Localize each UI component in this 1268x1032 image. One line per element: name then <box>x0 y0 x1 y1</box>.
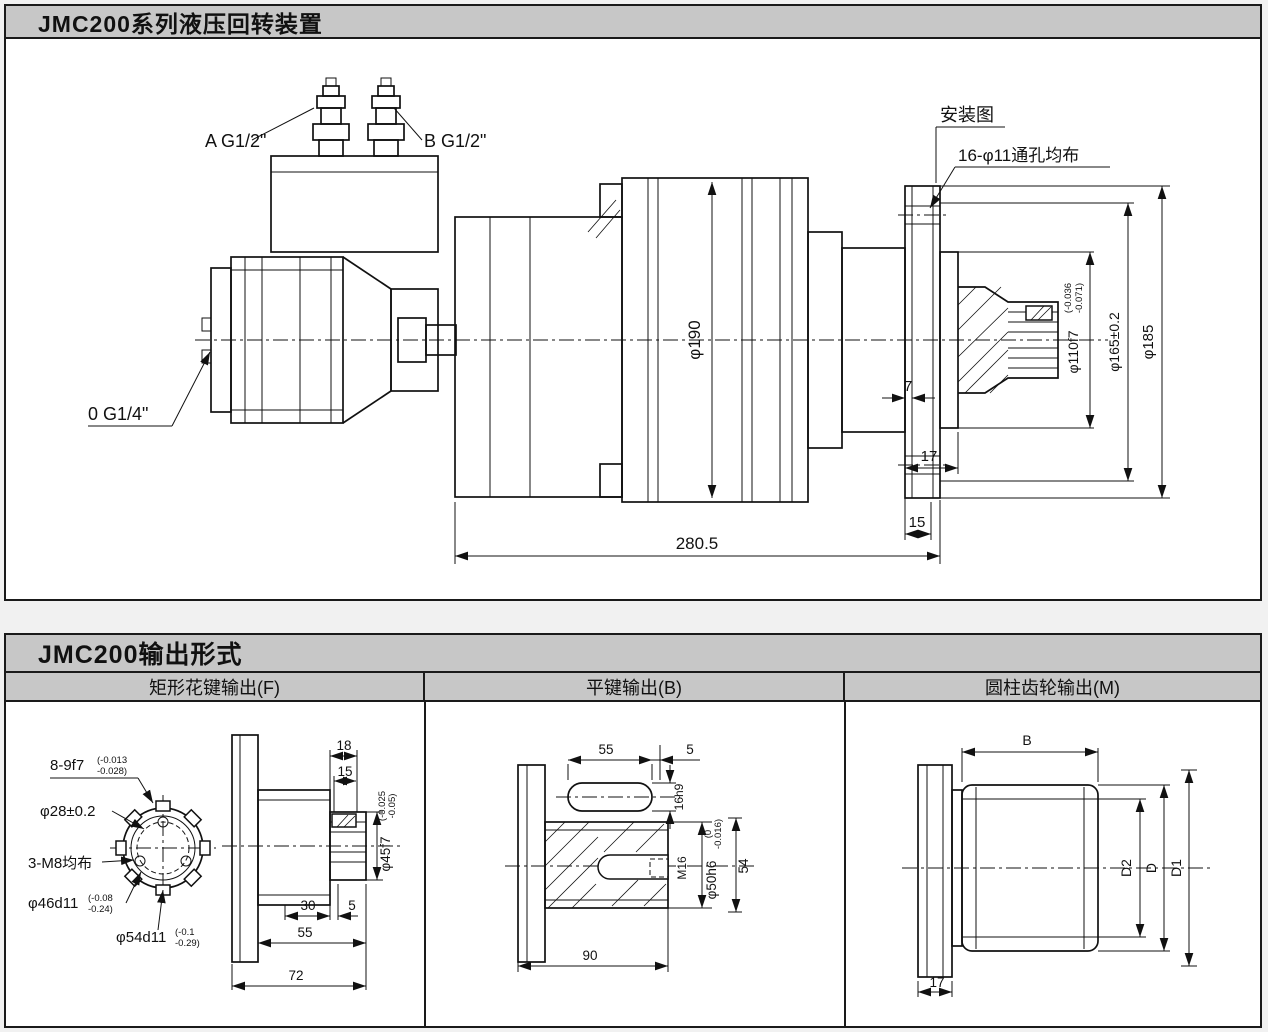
dim-17: 17 <box>905 432 959 474</box>
dia28-label: φ28±0.2 <box>40 803 96 820</box>
panel1-title: JMC200系列液压回转装置 <box>6 6 1260 39</box>
spline-tol-lower: -0.028) <box>97 766 127 777</box>
dia45-tol-lower: -0.05) <box>387 794 398 819</box>
dia45-label: φ45f7 <box>378 836 393 871</box>
dim-dia165: φ165±0.2 <box>940 202 1134 482</box>
dia46-tol-lower: -0.24) <box>88 904 113 915</box>
dim-17-label: 17 <box>921 448 938 465</box>
dim-17m-label: 17 <box>929 975 944 990</box>
motor-body <box>230 256 439 424</box>
spline-front-view <box>110 795 216 901</box>
dim-dia110: φ110f7 (-0.036 -0.071) <box>958 251 1095 429</box>
spline-front-callouts: 8-9f7 (-0.013 -0.028) φ28±0.2 3-M8均布 φ46… <box>28 755 200 949</box>
valve-block <box>270 155 439 253</box>
dia54-tol-lower: -0.29) <box>175 938 200 949</box>
dia50-tol-upper: (0 <box>703 830 714 838</box>
gear-side-view <box>902 764 1212 978</box>
assembly-panel: JMC200系列液压回转装置 <box>4 4 1262 601</box>
dim-b-label: B <box>1022 732 1031 748</box>
dim-90-label: 90 <box>582 948 597 963</box>
install-callout: 安装图 <box>935 105 1005 183</box>
dim-d2-label: D2 <box>1118 859 1134 877</box>
dia46-tol-upper: (-0.08 <box>88 893 113 904</box>
port-0-label: 0 G1/4" <box>88 404 148 424</box>
column-header-gear: 圆柱齿轮输出(M) <box>845 673 1260 700</box>
holes-label: 16-φ11通孔均布 <box>958 146 1079 165</box>
gear-dims: B D2 D D1 17 <box>917 732 1197 997</box>
dim-15f-label: 15 <box>337 764 352 779</box>
port-fitting-b <box>367 77 405 157</box>
port-labels: A G1/2" B G1/2" 0 G1/4" <box>88 107 486 427</box>
port-fitting-a <box>312 77 350 157</box>
dim-7-label: 7 <box>904 378 912 395</box>
dia46-label: φ46d11 <box>28 895 78 912</box>
spline-side-dims: 18 15 φ45f7 (-0.025 -0.05) 30 5 55 <box>231 738 398 991</box>
dim-54-label: 54 <box>736 858 751 874</box>
dia45-tol-upper: (-0.025 <box>377 791 388 821</box>
assembly-drawing: A G1/2" B G1/2" 0 G1/4" 安装图 16-φ11通孔均布 φ… <box>88 77 1170 564</box>
dia54-label: φ54d11 <box>116 929 166 946</box>
column-header-flatkey: 平键输出(B) <box>425 673 845 700</box>
port-b-label: B G1/2" <box>424 131 486 151</box>
dia190-label: φ190 <box>685 320 704 359</box>
dia185-label: φ185 <box>1140 325 1157 360</box>
flatkey-side-view <box>505 764 755 963</box>
output-shaft <box>957 286 1059 394</box>
holes-callout: 16-φ11通孔均布 <box>929 146 1110 209</box>
dia50-tol-lower: -0.016) <box>713 819 724 849</box>
flatkey-side-dims: M16 φ50h6 (0 -0.016) 54 90 <box>517 817 751 972</box>
dim-dia185: φ185 <box>940 185 1170 499</box>
dia54-tol-upper: (-0.1 <box>175 927 195 938</box>
dia110-tol-upper: (-0.036 <box>1063 283 1074 313</box>
dia110-label: φ110f7 <box>1065 330 1081 373</box>
dia110-tol-lower: -0.071) <box>1074 283 1085 313</box>
dim-30-label: 30 <box>300 898 315 913</box>
output-forms-panel: JMC200输出形式 矩形花键输出(F) 平键输出(B) 圆柱齿轮输出(M) <box>4 633 1262 1028</box>
dim-5b-label: 5 <box>686 742 694 757</box>
dim-55f-label: 55 <box>297 925 312 940</box>
dim-72-label: 72 <box>288 968 303 983</box>
m16-label: M16 <box>675 856 689 880</box>
coupling-shaft <box>397 317 457 363</box>
spline-tol-upper: (-0.013 <box>97 755 127 766</box>
dia50-label: φ50h6 <box>704 861 719 900</box>
port-a-label: A G1/2" <box>205 131 266 151</box>
output-forms-drawing: 8-9f7 (-0.013 -0.028) φ28±0.2 3-M8均布 φ46… <box>28 702 1212 1026</box>
dim-18-label: 18 <box>336 738 351 753</box>
spline-side-view <box>222 734 400 963</box>
dim-dia190: φ190 <box>685 182 717 498</box>
dim-5f-label: 5 <box>348 898 356 913</box>
keyway-top-view <box>556 782 680 812</box>
dim-280-label: 280.5 <box>676 534 719 553</box>
dim-15-label: 15 <box>909 514 926 531</box>
install-label: 安装图 <box>940 105 994 125</box>
column-header-spline: 矩形花键输出(F) <box>6 673 425 700</box>
dim-d1-label: D1 <box>1168 859 1184 877</box>
dim-7: 7 <box>882 378 935 403</box>
output-forms-header-row: 矩形花键输出(F) 平键输出(B) 圆柱齿轮输出(M) <box>6 673 1260 702</box>
dia165-label: φ165±0.2 <box>1106 312 1122 372</box>
m8-label: 3-M8均布 <box>28 855 92 872</box>
spline-count-label: 8-9f7 <box>50 757 84 774</box>
keyway-top-dims: 55 5 16h9 <box>567 742 700 829</box>
dim-55b-label: 55 <box>598 742 613 757</box>
dim-16h9-label: 16h9 <box>672 783 686 810</box>
panel2-title: JMC200输出形式 <box>6 635 1260 673</box>
mounting-flange <box>898 185 959 499</box>
dim-15: 15 <box>904 432 932 540</box>
dim-280-5: 280.5 <box>454 500 941 564</box>
dim-d-label: D <box>1143 863 1159 873</box>
